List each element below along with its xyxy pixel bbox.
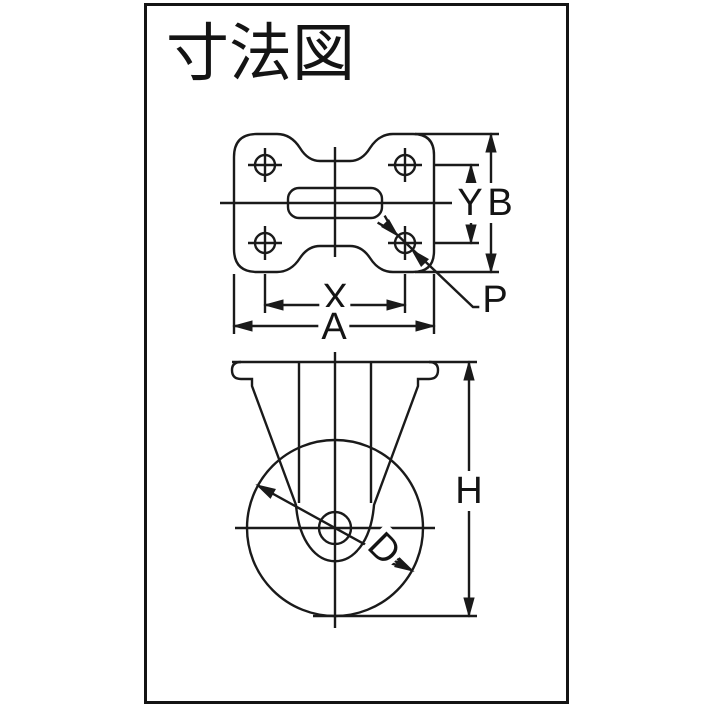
dim-label-P: P [479,280,511,320]
page-title: 寸法図 [166,19,355,89]
drawing-border-frame [144,3,569,704]
bolt-hole-top-left [248,148,282,182]
bolt-hole-bottom-left [248,226,282,260]
top-view-mounting-plate [220,132,452,274]
bolt-hole-top-right [388,148,422,182]
front-view-caster [230,352,477,628]
dim-label-Y: Y [454,183,486,223]
dim-label-A: A [318,307,350,347]
dimension-X [263,274,407,313]
dim-label-B: B [484,183,516,223]
plate-outline [232,132,436,274]
dim-label-H: H [452,471,486,511]
